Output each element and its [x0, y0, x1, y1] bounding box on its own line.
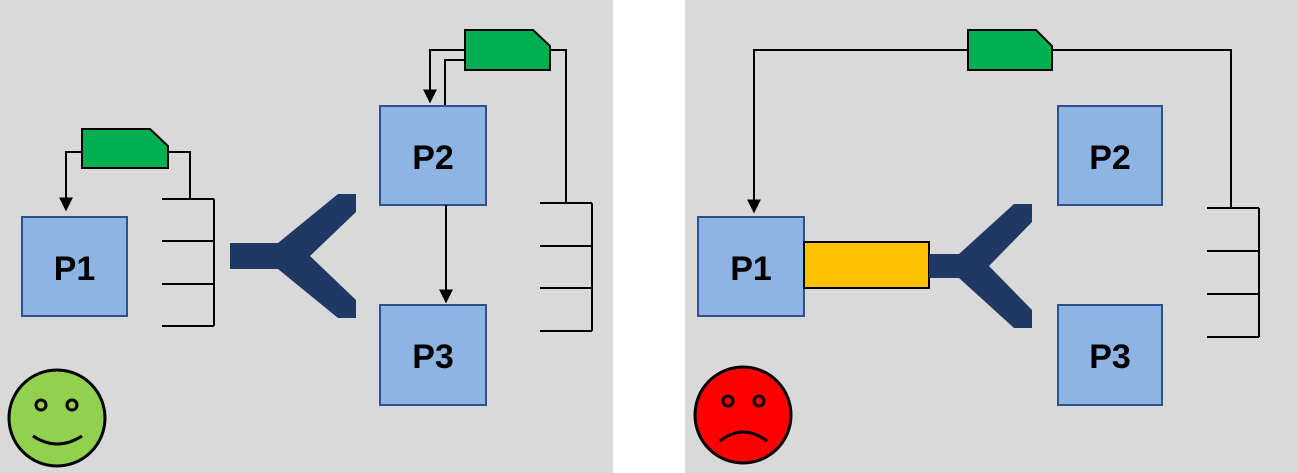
process-p3-label: P3 — [412, 338, 454, 376]
connector-line — [59, 151, 82, 212]
process-p3-label: P3 — [1089, 338, 1131, 376]
process-p2: P2 — [379, 105, 487, 206]
queue-icon — [1207, 207, 1260, 338]
message-tag-icon — [81, 128, 169, 169]
process-p2-label: P2 — [412, 139, 454, 177]
queue-icon — [540, 202, 593, 332]
process-p1: P1 — [697, 216, 805, 317]
message-tag-icon — [464, 29, 551, 71]
right-diagram: P1 P2 P3 — [693, 29, 1260, 465]
connector-line — [444, 59, 465, 106]
connector-line — [168, 151, 191, 199]
message-tag-icon — [967, 29, 1053, 71]
fork-arrow-icon — [230, 194, 356, 318]
process-p1: P1 — [21, 216, 128, 317]
happy-face-icon — [7, 368, 107, 468]
channel-bar — [803, 241, 930, 289]
queue-icon — [162, 198, 215, 327]
connector-line — [1052, 49, 1232, 208]
process-p1-label: P1 — [54, 250, 96, 288]
left-diagram: P1 P2 P3 — [7, 29, 593, 468]
connector-line — [550, 49, 567, 203]
sad-face-icon — [693, 365, 793, 465]
process-p1-label: P1 — [730, 250, 772, 288]
connector-line — [747, 49, 968, 214]
process-p2: P2 — [1057, 105, 1163, 206]
fork-arrow-icon — [929, 204, 1032, 328]
process-p3: P3 — [1057, 304, 1163, 406]
process-p2-label: P2 — [1089, 139, 1131, 177]
process-p3: P3 — [379, 304, 487, 406]
connector-line — [423, 49, 465, 104]
